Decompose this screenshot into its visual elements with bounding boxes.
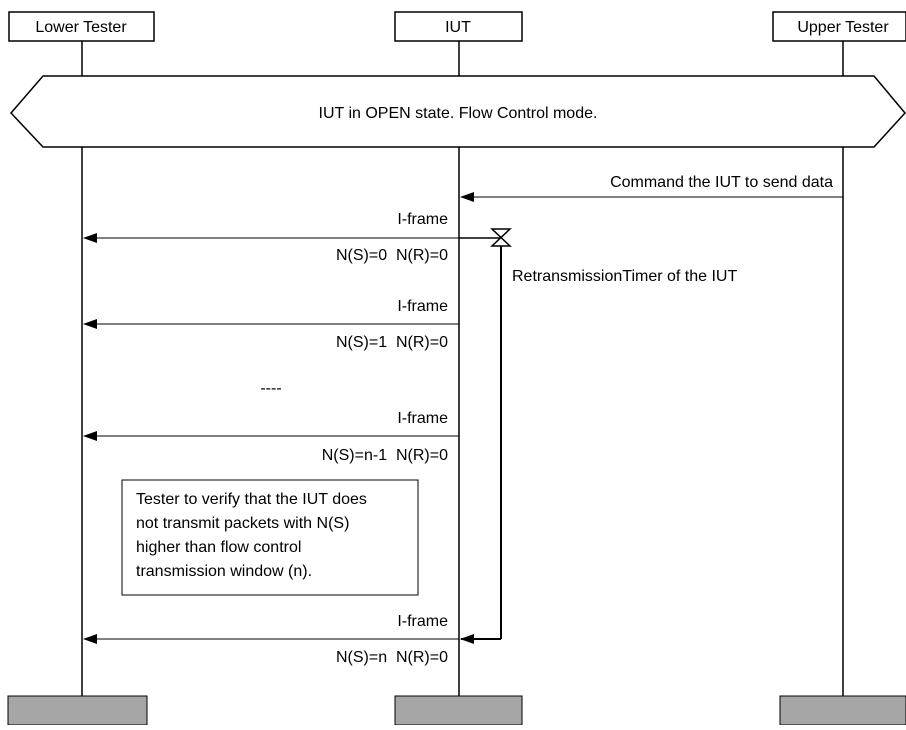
participant-lower-tester: Lower Tester <box>8 11 155 42</box>
iframe-3-params: N(S)=n-1 N(R)=0 <box>322 447 448 464</box>
command-label: Command the IUT to send data <box>610 174 833 191</box>
ellipsis-separator: ---- <box>260 380 281 397</box>
participant-lower-tester-label: Lower Tester <box>35 19 127 36</box>
iframe-2-params: N(S)=1 N(R)=0 <box>336 334 448 351</box>
timer-label: RetransmissionTimer of the IUT <box>512 268 737 285</box>
message-iframe-1: I-frame N(S)=0 N(R)=0 <box>83 211 459 264</box>
state-banner: IUT in OPEN state. Flow Control mode. <box>9 75 906 148</box>
iframe-2-name: I-frame <box>397 298 448 315</box>
footer-block-upper-tester <box>779 695 906 726</box>
iframe-1-params: N(S)=0 N(R)=0 <box>336 247 448 264</box>
iframe-3-name: I-frame <box>397 410 448 427</box>
participant-upper-tester: Upper Tester <box>772 11 906 42</box>
note-line-2: not transmit packets with N(S) <box>136 515 349 532</box>
participant-iut: IUT <box>394 11 523 42</box>
participant-iut-label: IUT <box>445 19 471 36</box>
iframe-1-name: I-frame <box>397 211 448 228</box>
iframe-4-name: I-frame <box>397 613 448 630</box>
note-line-3: higher than flow control <box>136 539 301 556</box>
retransmission-timer: RetransmissionTimer of the IUT <box>459 228 737 644</box>
note-line-1: Tester to verify that the IUT does <box>136 491 367 508</box>
footer-block-lower-tester <box>7 695 148 726</box>
hourglass-icon <box>490 228 512 247</box>
footer-block-iut <box>394 695 523 726</box>
message-iframe-3: I-frame N(S)=n-1 N(R)=0 <box>83 410 459 464</box>
participant-upper-tester-label: Upper Tester <box>797 19 889 36</box>
tester-note: Tester to verify that the IUT does not t… <box>121 479 419 596</box>
note-line-4: transmission window (n). <box>136 563 312 580</box>
message-command: Command the IUT to send data <box>460 174 843 202</box>
message-iframe-4: I-frame N(S)=n N(R)=0 <box>83 613 459 666</box>
message-iframe-2: I-frame N(S)=1 N(R)=0 <box>83 298 459 351</box>
iframe-4-params: N(S)=n N(R)=0 <box>336 649 448 666</box>
state-banner-text: IUT in OPEN state. Flow Control mode. <box>319 105 598 122</box>
